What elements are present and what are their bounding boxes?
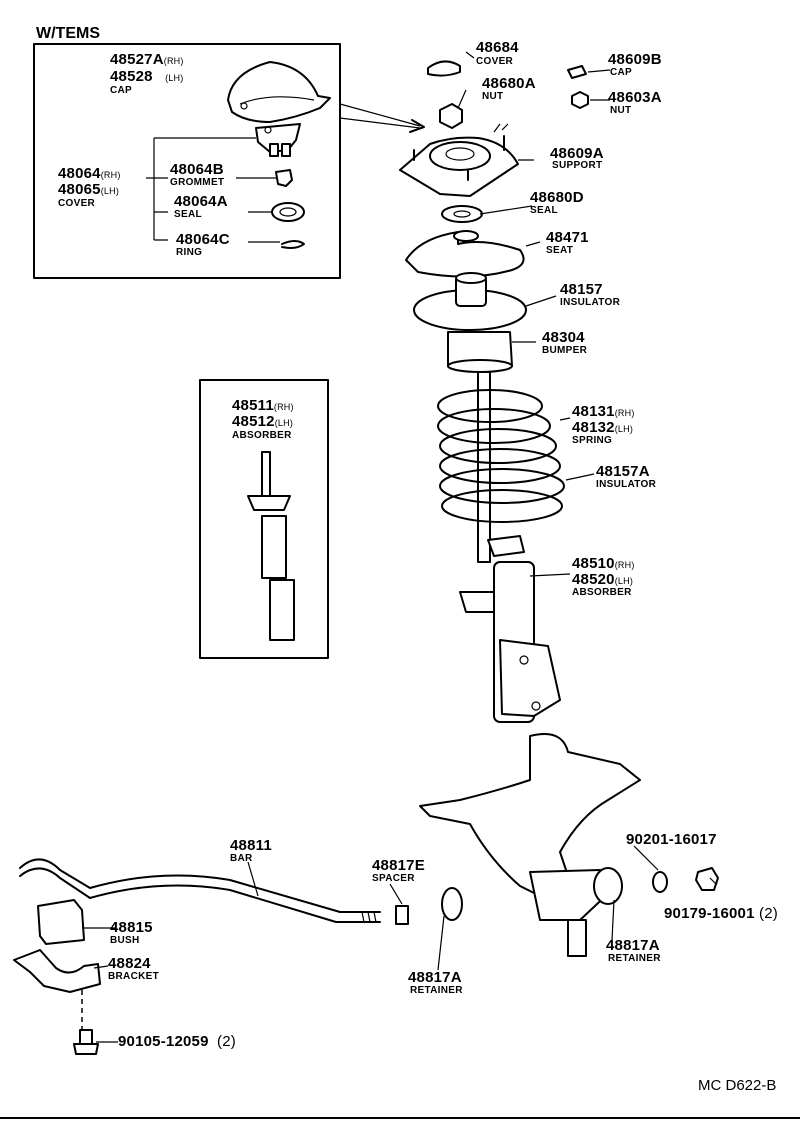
upper-insulator-pn: 48157 (560, 281, 603, 298)
lower-arm-drawing (419, 733, 641, 957)
upper-insulator-name: INSULATOR (560, 297, 621, 308)
nut-48680a-drawing (439, 103, 463, 129)
diagram-code: MC D622-B (698, 1077, 777, 1094)
tems-inset-frame (33, 43, 341, 279)
tems-cover-drawing (255, 123, 301, 157)
strut-absorber-name: ABSORBER (572, 587, 632, 598)
bar-pn: 48811 (230, 837, 272, 854)
spring-name: SPRING (572, 435, 613, 446)
lower-insulator-pn: 48157A (596, 463, 650, 480)
seat-drawing (405, 230, 525, 278)
lower-insulator-name: INSULATOR (596, 479, 657, 490)
nut-90179-drawing (695, 867, 719, 891)
retainer-left-drawing (441, 887, 463, 921)
tems-cap-pn: 48527A(RH) (110, 51, 184, 68)
seal-name: SEAL (530, 205, 558, 216)
tems-cap-drawing (227, 61, 331, 123)
cap-name: CAP (610, 67, 633, 78)
nut-c-pn: 90179-16001 (2) (664, 905, 778, 922)
cover-pn: 48684 (476, 39, 519, 56)
cartridge-absorber-name: ABSORBER (232, 430, 292, 441)
retainer-left-name: RETAINER (410, 985, 463, 996)
bracket-name: BRACKET (108, 971, 159, 982)
nut-a-name: NUT (482, 91, 504, 102)
strut-absorber-pn2: 48520(LH) (572, 571, 634, 588)
grommet-name: GROMMET (170, 177, 225, 188)
grommet-drawing (275, 169, 293, 187)
support-name: SUPPORT (552, 160, 603, 171)
bumper-pn: 48304 (542, 329, 585, 346)
tems-seal-drawing (271, 202, 305, 222)
nut-b-name: NUT (610, 105, 632, 116)
spacer-pn: 48817E (372, 857, 425, 874)
tems-seal-pn: 48064A (174, 193, 228, 210)
retainer-left-pn: 48817A (408, 969, 462, 986)
spring-drawing (437, 371, 565, 563)
grommet-pn: 48064B (170, 161, 224, 178)
bracket-pn: 48824 (108, 955, 151, 972)
stabilizer-bar-drawing (19, 858, 381, 923)
bumper-drawing (447, 331, 513, 373)
tems-cover-name: COVER (58, 198, 96, 209)
spring-pn2: 48132(LH) (572, 419, 634, 436)
bumper-name: BUMPER (542, 345, 588, 356)
seat-pn: 48471 (546, 229, 589, 246)
bracket-drawing (13, 949, 101, 993)
retainer-right-name: RETAINER (608, 953, 661, 964)
bar-name: BAR (230, 853, 253, 864)
tems-cap-pn2: 48528 (LH) (110, 68, 184, 85)
ring-pn: 48064C (176, 231, 230, 248)
bush-pn: 48815 (110, 919, 153, 936)
cartridge-absorber-pn2: 48512(LH) (232, 413, 294, 430)
absorber-inset-frame (199, 379, 329, 659)
tems-cap-name: CAP (110, 85, 133, 96)
spacer-drawing (395, 905, 409, 925)
washer-90201-drawing (652, 871, 668, 893)
nut-48603a-drawing (571, 91, 589, 109)
seal-pn: 48680D (530, 189, 584, 206)
spacer-name: SPACER (372, 873, 415, 884)
cap-48609b-drawing (567, 65, 587, 79)
bolt-pn: 90105-12059 (2) (118, 1033, 236, 1050)
tems-cover-pn: 48064(RH) (58, 165, 121, 182)
cap-pn: 48609B (608, 51, 662, 68)
ring-name: RING (176, 247, 203, 258)
strut-absorber-drawing (459, 561, 561, 723)
spring-pn: 48131(RH) (572, 403, 635, 420)
support-drawing (399, 123, 519, 197)
seal-48680d-drawing (441, 205, 483, 223)
retainer-right-pn: 48817A (606, 937, 660, 954)
bush-name: BUSH (110, 935, 140, 946)
cartridge-absorber-pn: 48511(RH) (232, 397, 294, 414)
support-pn: 48609A (550, 145, 604, 162)
nut-a-pn: 48680A (482, 75, 536, 92)
cover-name: COVER (476, 56, 514, 67)
tems-seal-name: SEAL (174, 209, 202, 220)
washer-pn: 90201-16017 (626, 831, 717, 848)
strut-absorber-pn: 48510(RH) (572, 555, 635, 572)
tems-cover-pn2: 48065(LH) (58, 181, 120, 198)
seat-name: SEAT (546, 245, 574, 256)
cover-48684-drawing (427, 60, 461, 77)
bolt-drawing (73, 1029, 99, 1055)
ring-drawing (281, 240, 305, 249)
header-variant: W/TEMS (36, 25, 100, 42)
nut-b-pn: 48603A (608, 89, 662, 106)
cartridge-absorber-drawing (247, 451, 295, 641)
upper-insulator-drawing (413, 272, 527, 331)
bush-drawing (37, 899, 85, 945)
